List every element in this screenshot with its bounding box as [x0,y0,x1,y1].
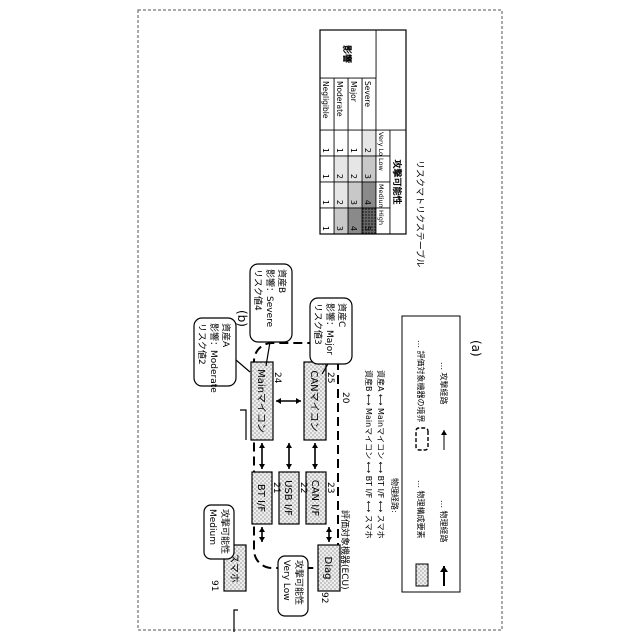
physical-path-2: 資産B ⟷ Mainマイコン ⟷ BT I/F ⟷ スマホ [364,370,374,539]
can-mcu-label: CANマイコン [308,370,319,431]
callout-asset-c: 資産C 影響：Major リスク値3 [310,298,352,374]
attack-path-entry [234,610,238,632]
risk-cell-value: 4 [349,226,358,231]
risk-col-header: Low [377,158,385,171]
legend-physical: … 物理経路 [439,500,449,543]
risk-cell-value: 1 [321,174,330,179]
rotated-figure: リスクマトリクステーブル 2345Severe1234Major1223Mode… [194,30,483,632]
risk-cell-value: 1 [321,200,330,205]
ref-91: 91 [209,580,219,591]
asset-b-line2: 影響：Severe [264,269,276,328]
risk-row-group-header: 影響 [341,45,353,63]
legend-component-swatch [416,564,428,586]
ref-22: 22 [298,482,308,493]
asset-c-line2: 影響：Major [324,303,336,355]
diag-label: Diag [322,557,333,580]
risk-cell-value: 2 [335,174,344,179]
attack-usb-line2: Very Low [281,560,291,601]
block-diag: Diag [318,545,340,591]
usb-if-label: USB I/F [282,480,293,516]
risk-cell-value: 2 [349,174,358,179]
ecu-label: 評価対象機器(ECU) [339,510,351,590]
bt-if-label: BT I/F [255,484,266,512]
asset-a-line3: リスク値2 [196,323,208,365]
attack-bt-line2: Medium [207,509,217,545]
callout-asset-a: 資産A 影響：Moderate リスク値2 [194,318,250,393]
can-if-label: CAN I/F [309,480,320,517]
risk-cell-value: 3 [335,226,344,231]
risk-cell-value: 5 [363,226,372,231]
ref-20: 20 [340,392,350,404]
risk-cell-value: 1 [321,226,330,231]
risk-cell-value: 4 [363,200,372,205]
legend-boundary-swatch [416,428,428,450]
ref-23: 23 [325,482,335,493]
block-usb-if: USB I/F [279,472,299,524]
legend: … 物理構成要素 … 評価対象機器の境界 … 物理経路 … 攻撃経路 [402,316,460,592]
risk-cell-value: 2 [363,148,372,153]
legend-boundary: … 評価対象機器の境界 [416,340,426,423]
attack-path-main [240,410,246,440]
risk-cell-value: 3 [363,174,372,179]
risk-row-label: Major [349,81,358,103]
risk-grid: 2345Severe1234Major1223Moderate1111Negli… [320,30,406,234]
ref-21: 21 [271,482,281,493]
physical-paths-title: 物理経路: [390,478,400,513]
risk-cell-value: 1 [335,148,344,153]
legend-component: … 物理構成要素 [416,480,426,539]
attack-usb-line1: 攻撃可能性 [293,560,305,605]
risk-cell-value: 1 [321,148,330,153]
legend-physical-arrow [440,566,448,572]
ref-25: 25 [325,372,335,383]
risk-row-label: Moderate [335,81,344,117]
attack-bt-line1: 攻撃可能性 [219,509,231,554]
ref-92: 92 [319,592,329,603]
block-main-mcu: Mainマイコン [251,362,273,440]
risk-corner-cell [376,30,406,130]
callout-attack-usb: 攻撃可能性 Very Low [278,556,308,616]
risk-cell-value: 3 [349,200,358,205]
risk-row-label: Negligible [321,81,330,119]
asset-a-line2: 影響：Moderate [208,323,220,393]
risk-table-title: リスクマトリクステーブル [414,160,426,267]
legend-frame [402,316,460,592]
legend-attack-arrow [441,430,447,435]
risk-matrix: リスクマトリクステーブル 2345Severe1234Major1223Mode… [320,30,426,267]
asset-a-line1: 資産A [220,323,232,348]
asset-c-line3: リスク値3 [312,303,324,345]
risk-col-header: Medium [377,184,385,210]
caption-b: (b) [235,310,249,327]
asset-b-line1: 資産B [276,269,288,293]
risk-col-header: High [377,210,385,225]
asset-b-line3: リスク値4 [252,269,264,311]
system-diagram: スマホ Diag BT I/F USB I/F CAN I/F Mainマイコン [194,264,460,632]
block-bt-if: BT I/F [252,472,272,524]
block-can-if: CAN I/F [306,472,326,524]
risk-cell-value: 2 [335,200,344,205]
caption-a: (a) [469,340,483,357]
main-mcu-label: Mainマイコン [255,369,266,433]
risk-cell-value: 1 [349,148,358,153]
asset-c-line1: 資産C [336,303,348,327]
physical-path-1: 資産A ⟷ Mainマイコン ⟷ BT I/F ⟷ スマホ [376,370,386,539]
risk-col-group-header: 攻撃可能性 [391,159,403,204]
legend-attack: … 攻撃経路 [439,362,449,405]
ref-24: 24 [272,372,282,384]
callout-attack-bt: 攻撃可能性 Medium [204,505,234,559]
risk-row-label: Severe [363,81,372,107]
